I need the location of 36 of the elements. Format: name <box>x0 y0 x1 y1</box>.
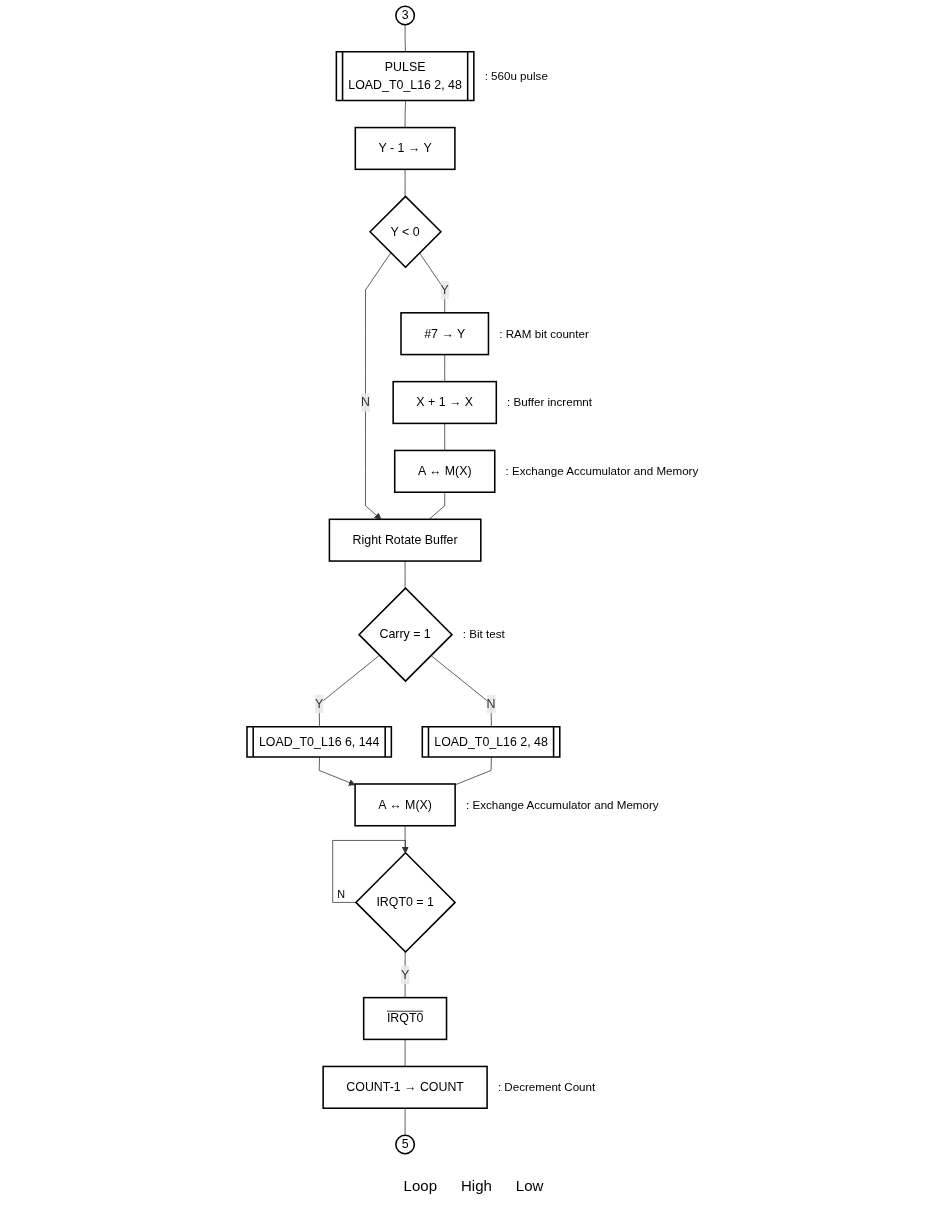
branch-note: Low <box>515 1176 544 1194</box>
connector-line <box>404 560 406 589</box>
connector-line <box>444 423 446 451</box>
edge-label: N <box>337 887 346 900</box>
annotation-text: : Exchange Accumulator and Memory <box>465 797 659 811</box>
subroutine-box: LOAD_T0_L16 6, 144 <box>246 725 393 758</box>
connector-line <box>454 756 492 786</box>
decision-diamond: Y < 0 <box>369 195 442 269</box>
subroutine-box: LOAD_T0_L16 2, 48 <box>421 725 561 758</box>
connector-line <box>404 1107 406 1136</box>
connector-line <box>404 100 406 128</box>
process-box: IRQT0 <box>362 996 448 1041</box>
annotation-text: : Exchange Accumulator and Memory <box>505 464 699 478</box>
connector-line <box>444 354 446 383</box>
annotation-text: : RAM bit counter <box>499 326 589 340</box>
process-box: #7 → Y <box>400 312 490 356</box>
process-box: A ↔ M(X) <box>393 449 496 493</box>
annotation-text: : Buffer incremnt <box>507 395 592 409</box>
process-box: Right Rotate Buffer <box>328 518 482 562</box>
decision-diamond: Carry = 1 <box>357 587 454 683</box>
annotation-text: : 560u pulse <box>484 69 548 82</box>
branch-note: High <box>461 1176 492 1194</box>
branch-note: Loop <box>403 1176 437 1194</box>
connector-line <box>428 491 446 520</box>
connector-line <box>404 1039 406 1067</box>
annotation-text: : Decrement Count <box>497 1080 596 1094</box>
connector-circle: 5 <box>395 1134 416 1155</box>
annotation-text: : Bit test <box>462 627 505 641</box>
connector-circle: 3 <box>395 5 416 26</box>
process-box: Y - 1 → Y <box>354 126 456 171</box>
decision-diamond: IRQT0 = 1 <box>354 851 457 954</box>
process-box: A ↔ M(X) <box>354 783 456 827</box>
connector-line <box>404 168 406 197</box>
subroutine-box: PULSE LOAD_T0_L16 2, 48 <box>335 51 475 102</box>
process-box: X + 1 → X <box>392 380 498 425</box>
process-box: COUNT-1 → COUNT <box>322 1065 488 1109</box>
